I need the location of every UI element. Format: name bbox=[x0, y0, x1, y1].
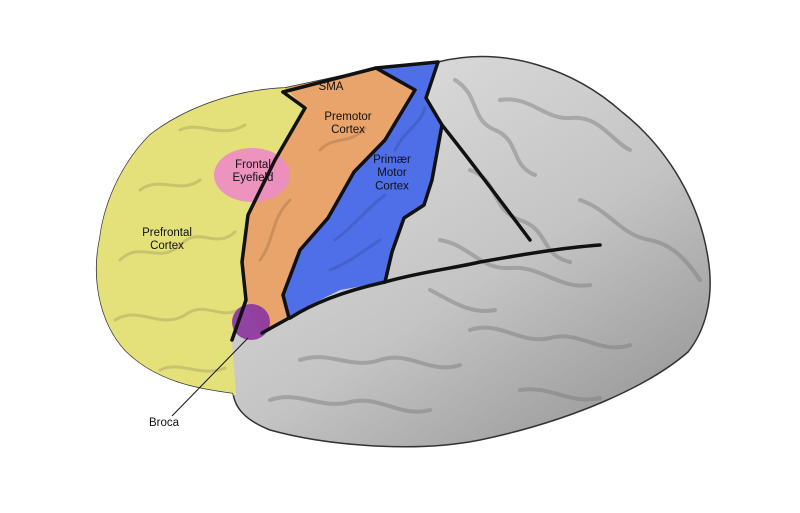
label-line: Prefrontal bbox=[142, 227, 192, 239]
label-line: Cortex bbox=[375, 180, 409, 192]
region-frontal-eyefield bbox=[214, 148, 290, 202]
label-line: Cortex bbox=[150, 240, 184, 252]
label-line: Eyefield bbox=[233, 172, 274, 184]
label-line: Motor bbox=[377, 167, 407, 179]
label-line: Primær bbox=[373, 154, 411, 166]
label-line: Broca bbox=[149, 417, 180, 429]
region-premotor bbox=[242, 68, 415, 333]
broca-pointer-line bbox=[171, 337, 249, 417]
label-line: Premotor bbox=[324, 111, 371, 123]
region-primary-motor bbox=[283, 62, 442, 318]
label-sma: SMA bbox=[319, 81, 344, 93]
label-line: SMA bbox=[319, 81, 344, 93]
label-line: Cortex bbox=[331, 124, 365, 136]
region-boundaries bbox=[230, 60, 602, 342]
label-line: Frontal bbox=[235, 159, 271, 171]
label-broca: Broca bbox=[149, 417, 180, 429]
